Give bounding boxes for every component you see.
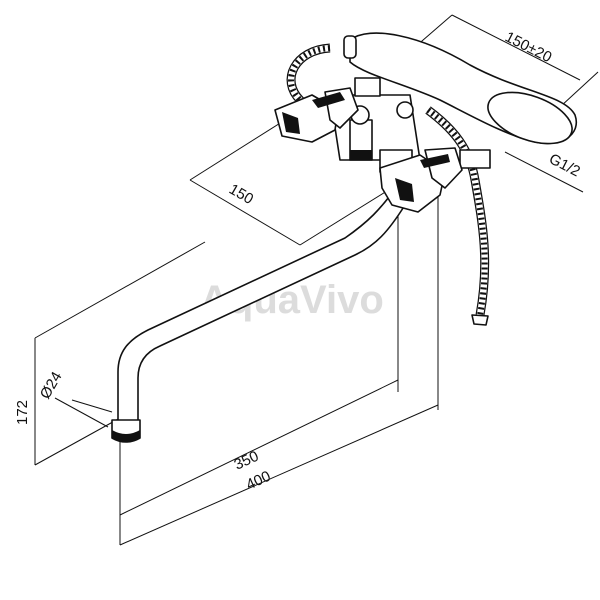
leader-d24 — [54, 397, 109, 428]
left-handle — [274, 87, 359, 143]
right-handle-lever — [379, 154, 446, 213]
leader-d24-b — [71, 399, 113, 413]
extension-line-150-a — [189, 119, 286, 181]
extension-line-150-b — [299, 185, 396, 246]
connection-nut — [396, 101, 414, 119]
dimension-line-400 — [119, 404, 439, 546]
label-d24: Ø24 — [37, 369, 66, 402]
dimension-line-150-20 — [451, 14, 581, 81]
dimension-line-350 — [119, 379, 399, 516]
shower-head — [487, 91, 573, 145]
dimension-line-150 — [189, 179, 301, 246]
spout-outlet-shade — [112, 430, 140, 442]
label-172: 172 — [14, 400, 31, 425]
eccentric-left — [354, 77, 381, 97]
label-400: 400 — [244, 468, 274, 494]
extension-line-172-top — [34, 241, 206, 339]
extension-line-172-bottom — [34, 417, 121, 466]
label-350: 350 — [232, 448, 262, 474]
shower-handle-end — [343, 35, 357, 59]
right-handle — [379, 147, 463, 213]
leader-g12 — [504, 151, 584, 193]
hand-shower — [343, 32, 578, 145]
mixer-body — [329, 77, 491, 173]
hose-end — [471, 314, 489, 326]
label-150-20: 150±20 — [502, 28, 554, 66]
eccentric-right — [459, 149, 491, 169]
dimension-lines — [34, 14, 599, 546]
spout — [111, 184, 406, 443]
